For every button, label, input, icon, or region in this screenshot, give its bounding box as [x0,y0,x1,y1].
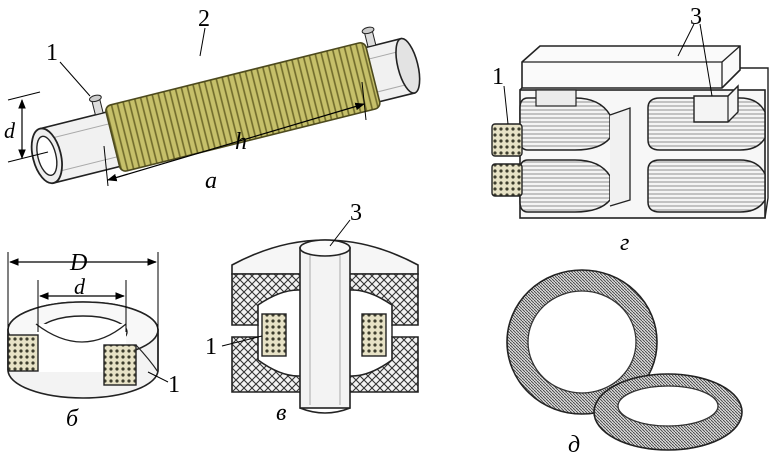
dim-d-ring-label: d [74,274,86,299]
callout-1-shell: 1 [492,64,504,90]
figure-a-label: а [205,168,217,194]
coil-left [519,97,631,213]
winding-section-right [103,344,137,386]
winding-section-left [7,334,39,372]
dim-D-label: D [69,250,87,276]
figure-d-toroids: д [506,269,743,458]
figure-g-shell-core: 1 3 г [491,4,769,256]
center-leg-3 [693,84,739,123]
dim-h-label: h [235,129,247,155]
figure-d-label: д [568,432,580,458]
callout-3-shell: 3 [690,4,702,30]
terminal-right [361,26,377,48]
figure-v-label: в [276,400,286,426]
toroid-small [593,373,743,451]
winding-left [261,313,287,357]
winding-section-upper [491,123,523,157]
top-yoke [521,45,741,89]
dimension-d: d [4,91,49,163]
toroid-large [506,269,658,415]
figure-a-cylinder-coil: d h 1 2 а [4,6,421,194]
center-rod [299,247,351,409]
callout-2: 2 [198,6,210,32]
callout-1-ring: 1 [168,372,180,398]
figure-v-pot-core: 3 1 в [205,200,419,426]
dimension-h: h [103,81,367,187]
figure-b-label: б [66,406,79,432]
winding-right [361,313,387,357]
callout-1-pot: 1 [205,334,217,360]
dim-d-label: d [4,118,16,143]
callout-1: 1 [46,40,58,66]
figure-b-ring-coil: D d 1 б [7,250,180,432]
callout-3-pot: 3 [350,200,362,226]
figure-g-label: г [620,230,629,256]
core-lower [231,336,419,393]
winding-section-lower [491,163,523,197]
terminal-left [89,94,104,116]
core-upper [231,273,419,326]
